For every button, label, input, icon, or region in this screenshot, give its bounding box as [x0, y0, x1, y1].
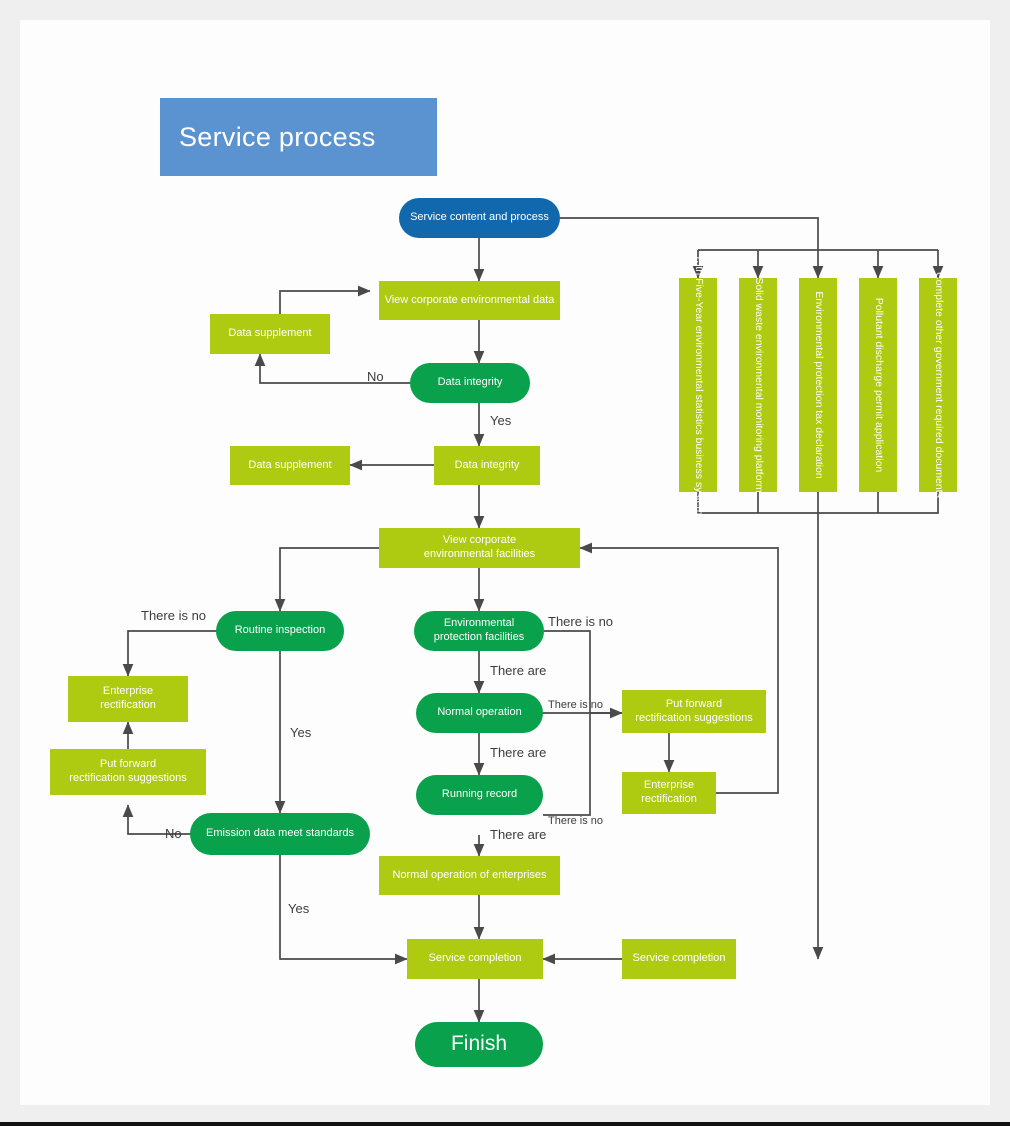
node-normal-operation-of-enterprises[interactable]: Normal operation of enterprises: [379, 856, 560, 895]
bottom-bar: [0, 1122, 1010, 1126]
node-vertical-2-label: Solid waste environmental monitoring pla…: [752, 277, 765, 493]
node-finish[interactable]: Finish: [415, 1022, 543, 1067]
node-data-integrity-process[interactable]: Data integrity: [434, 446, 540, 485]
edge-label-there-is-no-epf: There is no: [548, 614, 614, 629]
node-data-supplement-top[interactable]: Data supplement: [210, 314, 330, 354]
connector-layer: [122, 217, 944, 1023]
node-service-completion-right[interactable]: Service completion: [622, 939, 736, 979]
edge-label-no-emission: No: [165, 826, 182, 841]
node-routine-inspection[interactable]: Routine inspection: [216, 611, 344, 651]
edge-label-yes-routine: Yes: [290, 725, 312, 740]
node-put-forward-left-label: Put forward rectification suggestions: [69, 758, 187, 784]
node-routine-inspection-label: Routine inspection: [234, 624, 326, 637]
node-data-integrity-decision[interactable]: Data integrity: [410, 363, 530, 403]
flowchart-canvas: Service process Service content and proc…: [20, 20, 990, 1105]
node-start-label: Service content and process: [410, 211, 549, 224]
edge-label-there-are-running: There are: [490, 827, 547, 842]
node-vertical-3-label: Environmental protection tax declaration: [812, 291, 825, 479]
node-vertical-4[interactable]: Pollutant discharge permit application: [859, 278, 897, 492]
node-normal-operation-enterprises-label: Normal operation of enterprises: [392, 868, 547, 881]
node-env-protection-facilities-label: Environmental protection facilities: [433, 617, 525, 643]
page-title-banner: Service process: [160, 98, 437, 176]
node-enterprise-rectification-right-label: Enterprise rectification: [641, 779, 697, 805]
edge-label-yes-emission: Yes: [288, 901, 310, 916]
node-service-completion-left[interactable]: Service completion: [407, 939, 543, 979]
node-put-forward-rectification-left[interactable]: Put forward rectification suggestions: [50, 749, 206, 795]
node-environmental-protection-facilities[interactable]: Environmental protection facilities: [414, 611, 544, 651]
node-running-record-label: Running record: [441, 788, 518, 801]
node-vertical-5-label: Complete other government required docum…: [932, 272, 945, 498]
node-vertical-1-label: 13th Five-Year environmental statistics …: [692, 254, 705, 516]
node-view-corporate-environmental-facilities[interactable]: View corporate environmental facilities: [379, 528, 580, 568]
node-start[interactable]: Service content and process: [399, 198, 560, 238]
node-data-supplement-second[interactable]: Data supplement: [230, 446, 350, 485]
node-emission-data-meet-standards[interactable]: Emission data meet standards: [190, 813, 370, 855]
node-service-completion-right-label: Service completion: [632, 952, 726, 965]
node-vertical-1[interactable]: 13th Five-Year environmental statistics …: [679, 255, 717, 515]
edge-label-yes-data-integrity: Yes: [490, 413, 512, 428]
node-normal-operation[interactable]: Normal operation: [416, 693, 543, 733]
node-service-completion-left-label: Service completion: [428, 952, 522, 965]
node-vertical-5[interactable]: Complete other government required docum…: [919, 272, 957, 498]
node-normal-operation-label: Normal operation: [437, 706, 522, 719]
edge-label-there-are-normal: There are: [490, 745, 547, 760]
node-data-integrity-decision-label: Data integrity: [437, 376, 503, 389]
edge-label-there-is-no-normal: There is no: [548, 699, 604, 711]
node-view-corporate-environmental-data[interactable]: View corporate environmental data: [379, 281, 560, 320]
node-vertical-2[interactable]: Solid waste environmental monitoring pla…: [739, 277, 777, 493]
node-enterprise-rectification-left[interactable]: Enterprise rectification: [68, 676, 188, 722]
node-vertical-3[interactable]: Environmental protection tax declaration: [799, 278, 837, 492]
node-vertical-4-label: Pollutant discharge permit application: [872, 297, 885, 473]
node-data-supplement-top-label: Data supplement: [228, 327, 312, 340]
node-data-supplement-second-label: Data supplement: [248, 458, 332, 471]
edge-label-there-are-epf: There are: [490, 663, 547, 678]
node-enterprise-rectification-left-label: Enterprise rectification: [100, 685, 156, 711]
page-title: Service process: [179, 121, 376, 152]
node-data-integrity-process-label: Data integrity: [454, 458, 520, 471]
node-view-data-label: View corporate environmental data: [384, 293, 555, 306]
node-put-forward-rectification-right[interactable]: Put forward rectification suggestions: [622, 690, 766, 733]
edge-label-there-is-no-routine: There is no: [141, 608, 207, 623]
node-emission-standards-label: Emission data meet standards: [206, 827, 354, 840]
node-view-facilities-label: View corporate environmental facilities: [423, 534, 536, 560]
edge-label-there-is-no-running: There is no: [548, 815, 604, 827]
node-running-record[interactable]: Running record: [416, 775, 543, 815]
node-finish-label: Finish: [450, 1032, 508, 1056]
node-put-forward-right-label: Put forward rectification suggestions: [635, 697, 753, 724]
edge-label-no-data-integrity: No: [367, 369, 384, 384]
node-enterprise-rectification-right[interactable]: Enterprise rectification: [622, 772, 716, 814]
